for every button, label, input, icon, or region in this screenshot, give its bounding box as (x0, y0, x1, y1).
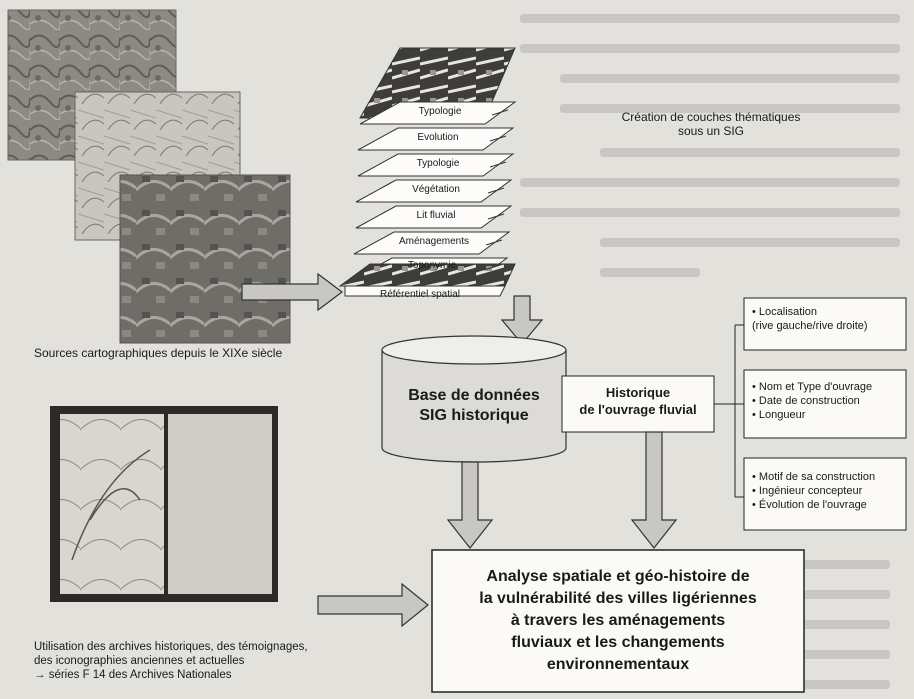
thematic-caption: Création de couches thématiques sous un … (621, 110, 801, 138)
detail-box-2 (743, 369, 907, 439)
analysis-box (431, 549, 805, 693)
database-cylinder (381, 335, 567, 463)
layer-label-5: Lit fluvial (416, 210, 456, 221)
detail-text-3: • Motif de sa construction • Ingénieur c… (752, 471, 876, 511)
arrow-layers-to-database (500, 295, 544, 345)
detail-box-1 (743, 297, 907, 351)
layer-label-1: Typologie (418, 106, 462, 117)
sources-caption: Sources cartographiques depuis le XIXe s… (34, 346, 283, 360)
arrow-maps-to-layers (241, 272, 343, 312)
layer-label-4: Végétation (412, 184, 460, 195)
archive-notebook-image (50, 406, 278, 602)
arrow-archives-to-analysis (317, 582, 429, 628)
detail-text-1: • Localisation (rive gauche/rive droite) (752, 306, 868, 332)
layer-label-2: Evolution (417, 132, 459, 143)
layer-label-7: Toponymie (407, 260, 457, 271)
database-label: Base de données SIG historique (408, 387, 540, 424)
base-layer-label: Référentiel spatial (379, 289, 461, 300)
archives-caption: Utilisation des archives historiques, de… (34, 641, 308, 681)
layer-label-3: Typologie (416, 158, 460, 169)
detail-text-2: • Nom et Type d'ouvrage • Date de constr… (752, 381, 873, 421)
layer-label-6: Aménagements (398, 236, 470, 247)
layer-stack (338, 47, 517, 297)
detail-box-3 (743, 457, 907, 531)
arrow-historique-to-analysis (630, 431, 678, 549)
historique-label: Historique de l'ouvrage fluvial (579, 385, 697, 417)
historique-box (561, 375, 715, 433)
analysis-label: Analyse spatiale et géo-histoire de la v… (479, 568, 757, 673)
map-image-3 (119, 174, 291, 344)
arrow-database-to-analysis (446, 461, 494, 549)
